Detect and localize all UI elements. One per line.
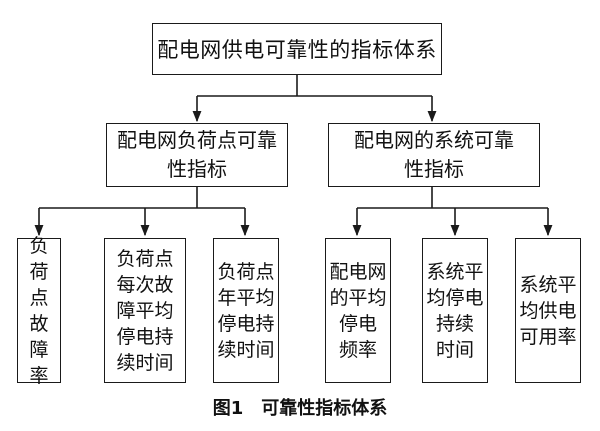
leaf-4-line-4: 频率 [338, 338, 377, 361]
load-point-node-line-1: 配电网负荷点可靠 [117, 128, 277, 152]
leaf-avg-outage-frequency: 配电网 的平均 停电 频率 [325, 238, 391, 383]
leaf-3-line-2: 年平均 [217, 286, 275, 309]
system-node-line-1: 配电网的系统可靠 [354, 128, 514, 152]
leaf-2-line-5: 续时间 [116, 351, 174, 374]
load-point-node-line-2: 性指标 [167, 157, 227, 181]
root-node: 配电网供电可靠性的指标体系 [152, 23, 442, 75]
system-reliability-node: 配电网的系统可靠 性指标 [328, 123, 540, 187]
leaf-5-line-1: 系统平 [426, 260, 484, 283]
leaf-4-line-3: 停电 [338, 312, 377, 335]
leaf-3-line-3: 停电持 [217, 312, 275, 335]
leaf-1-line-1: 负 [29, 234, 49, 257]
load-point-reliability-node: 配电网负荷点可靠 性指标 [106, 123, 288, 187]
leaf-4-line-1: 配电网 [329, 260, 387, 283]
leaf-6-line-2: 均供电 [519, 299, 577, 322]
leaf-system-avg-outage-duration: 系统平 均停电 持续 时间 [422, 238, 488, 383]
leaf-1-line-5: 障 [29, 338, 49, 361]
leaf-1-line-6: 率 [29, 364, 49, 387]
leaf-load-point-failure-rate: 负 荷 点 故 障 率 [17, 235, 61, 387]
figure-caption: 图1 可靠性指标体系 [212, 398, 388, 419]
leaf-1-line-3: 点 [29, 286, 49, 309]
leaf-load-point-annual-avg-outage-duration: 负荷点 年平均 停电持 续时间 [213, 238, 279, 383]
leaf-system-avg-supply-availability: 系统平 均供电 可用率 [515, 238, 581, 383]
leaf-5-line-3: 持续 [435, 312, 474, 335]
leaf-2-line-2: 每次故 [116, 273, 174, 296]
leaf-1-line-4: 故 [29, 312, 49, 335]
leaf-6-line-1: 系统平 [519, 273, 577, 296]
system-node-line-2: 性指标 [404, 157, 464, 181]
leaf-2-line-1: 负荷点 [116, 247, 174, 270]
leaf-4-line-2: 的平均 [329, 286, 387, 309]
leaf-5-line-4: 时间 [435, 338, 474, 361]
leaf-load-point-avg-outage-duration-per-failure: 负荷点 每次故 障平均 停电持 续时间 [104, 238, 186, 383]
leaf-2-line-3: 障平均 [116, 299, 174, 322]
leaf-2-line-4: 停电持 [116, 325, 174, 348]
leaf-1-line-2: 荷 [29, 260, 49, 283]
leaf-3-line-1: 负荷点 [217, 260, 275, 283]
leaf-3-line-4: 续时间 [217, 338, 275, 361]
leaf-6-line-3: 可用率 [519, 325, 577, 348]
root-node-label: 配电网供电可靠性的指标体系 [157, 38, 437, 62]
leaf-5-line-2: 均停电 [426, 286, 484, 309]
